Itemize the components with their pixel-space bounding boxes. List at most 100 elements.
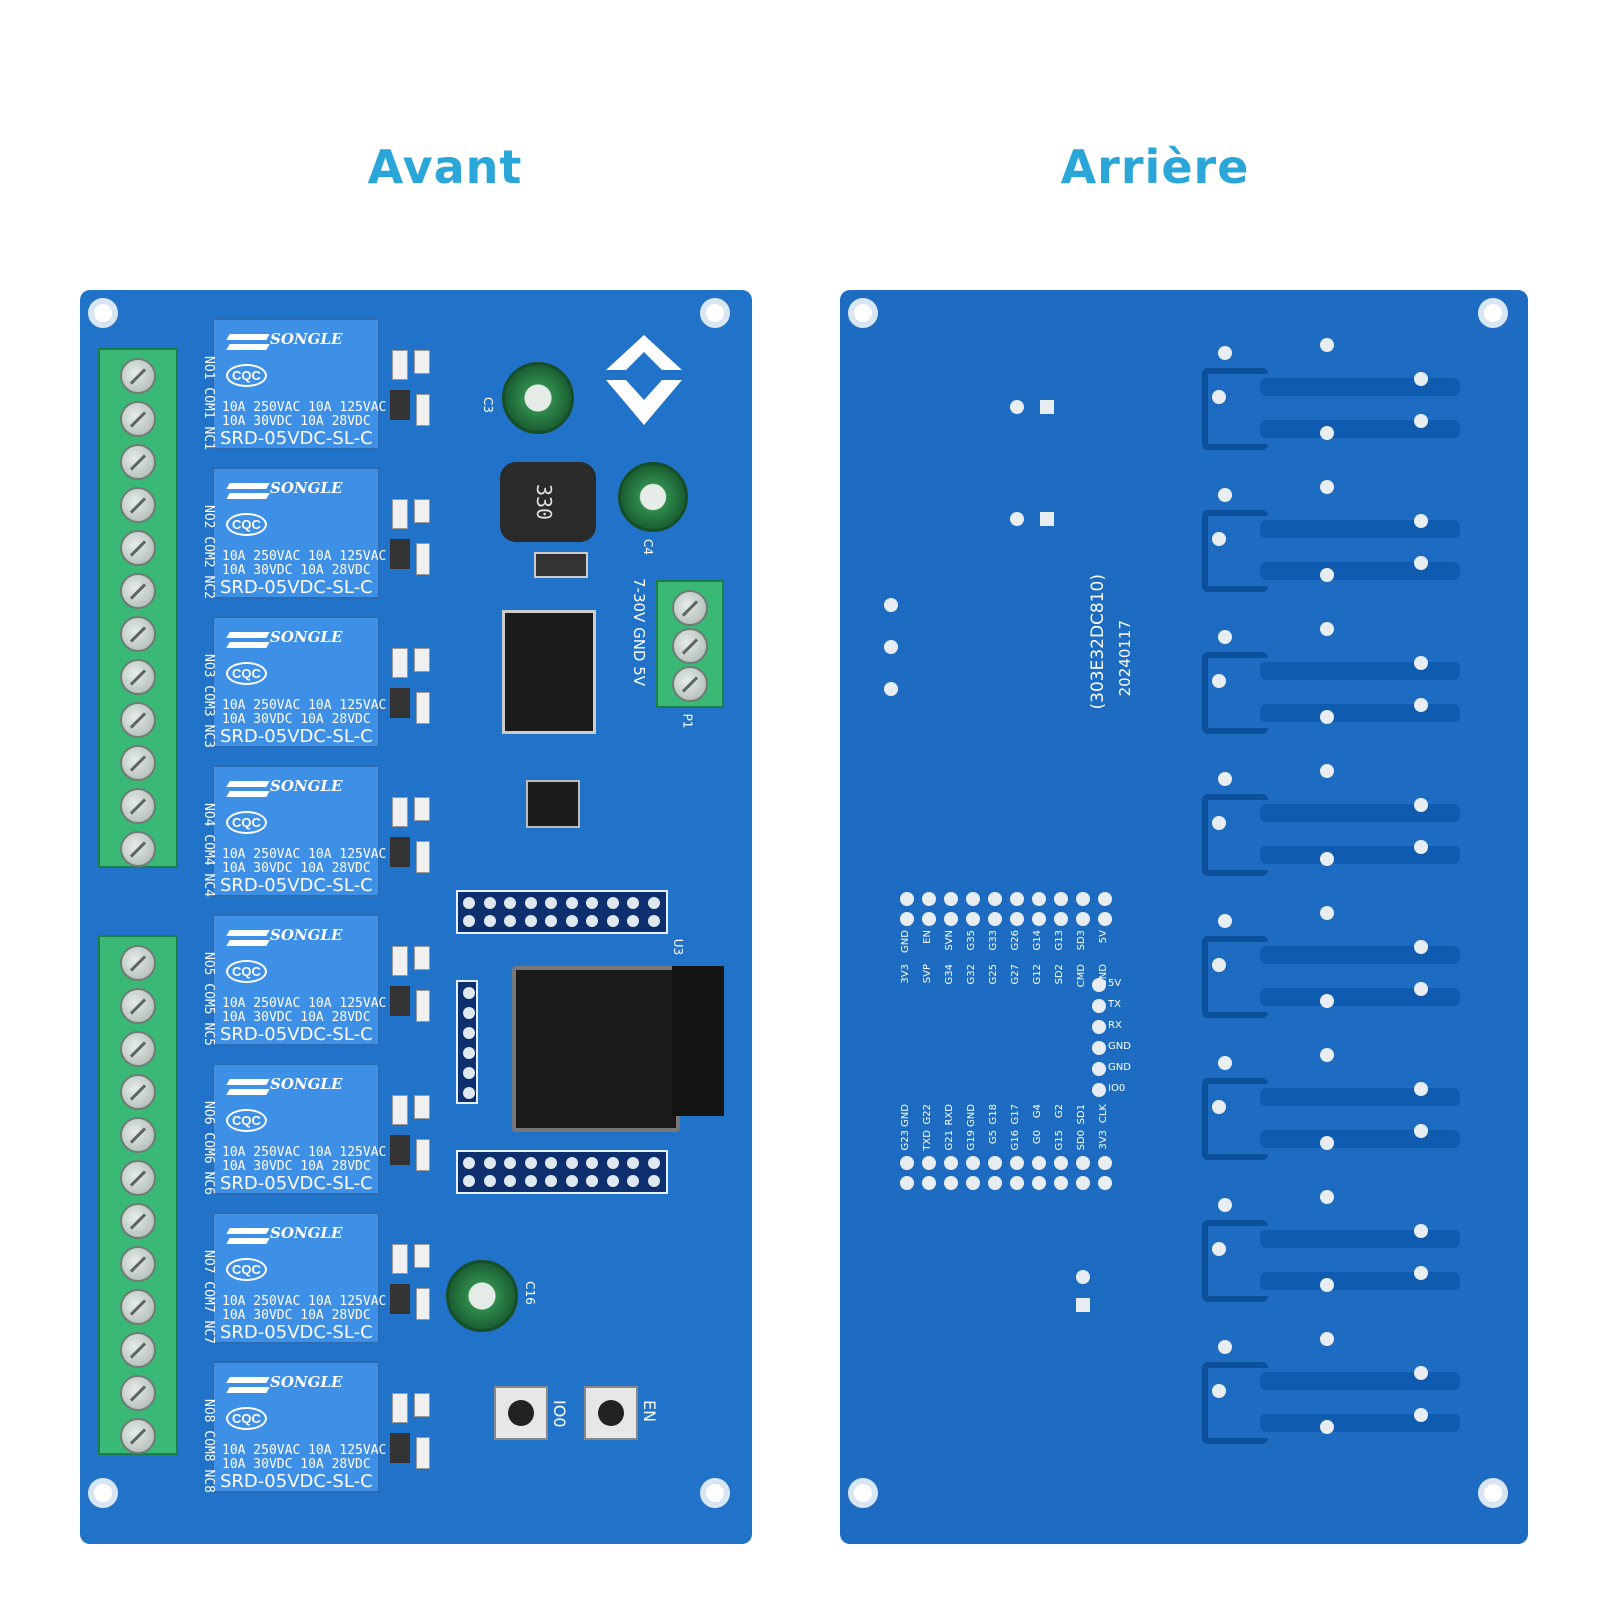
pad bbox=[884, 640, 898, 654]
pad bbox=[1320, 710, 1334, 724]
resistor bbox=[392, 350, 408, 380]
brand-logo bbox=[602, 330, 686, 430]
pin-label: G16 bbox=[1010, 1130, 1021, 1151]
pad bbox=[1032, 892, 1046, 906]
transistor bbox=[390, 1433, 410, 1463]
trace bbox=[1260, 946, 1460, 964]
transistor bbox=[390, 1135, 410, 1165]
pin-label: GND bbox=[900, 930, 911, 953]
pad bbox=[988, 1176, 1002, 1190]
header-pin bbox=[483, 897, 496, 909]
pin-label: TXD bbox=[922, 1130, 933, 1151]
label-u3: U3 bbox=[671, 938, 686, 956]
header-pin bbox=[565, 897, 578, 909]
header-pin bbox=[586, 897, 598, 909]
trace bbox=[1260, 804, 1460, 822]
header-pin bbox=[627, 1157, 639, 1169]
mount-hole bbox=[1478, 298, 1508, 328]
pad bbox=[944, 892, 958, 906]
mount-hole bbox=[88, 1478, 118, 1508]
diode bbox=[416, 394, 430, 426]
trace bbox=[1202, 1078, 1268, 1160]
pad bbox=[944, 912, 958, 926]
transistor bbox=[390, 688, 410, 718]
trace bbox=[1202, 1220, 1268, 1302]
screw bbox=[120, 1117, 156, 1153]
songle-logo bbox=[226, 1079, 270, 1085]
capacitor-c16 bbox=[446, 1260, 518, 1332]
en-button[interactable] bbox=[584, 1386, 638, 1440]
pad bbox=[1040, 512, 1054, 526]
header-pin bbox=[463, 1067, 475, 1079]
relay-brand: SONGLE bbox=[270, 330, 343, 348]
relay-spec: 10A 30VDC 10A 28VDC bbox=[222, 1010, 371, 1025]
screw bbox=[120, 530, 156, 566]
diode bbox=[416, 990, 430, 1022]
pad bbox=[1212, 674, 1226, 688]
header-pin bbox=[606, 1175, 619, 1187]
inductor-label: 330 bbox=[532, 483, 557, 521]
diode bbox=[416, 543, 430, 575]
pad bbox=[1320, 1332, 1334, 1346]
pad bbox=[1098, 892, 1112, 906]
transistor bbox=[390, 1284, 410, 1314]
pad bbox=[1414, 656, 1428, 670]
pin-label: 5V bbox=[1098, 930, 1109, 944]
mount-hole bbox=[700, 1478, 730, 1508]
pin-label: G12 bbox=[1032, 964, 1043, 985]
relay-model: SRD-05VDC-SL-C bbox=[220, 1471, 373, 1492]
resistor bbox=[392, 946, 408, 976]
trace bbox=[1260, 1088, 1460, 1106]
screw bbox=[120, 1375, 156, 1411]
pad bbox=[988, 892, 1002, 906]
screw bbox=[120, 1289, 156, 1325]
pad bbox=[1218, 488, 1232, 502]
resistor bbox=[414, 648, 430, 672]
heading-front: Avant bbox=[367, 140, 523, 194]
terminal-label: NO4 COM4 NC4 bbox=[201, 803, 216, 897]
pad bbox=[1076, 1176, 1090, 1190]
io0-button[interactable] bbox=[494, 1386, 548, 1440]
header-pin bbox=[586, 1157, 598, 1169]
pad bbox=[1010, 1156, 1024, 1170]
relay-cert: CQC bbox=[226, 513, 267, 536]
relay-spec: 10A 250VAC 10A 125VAC bbox=[222, 1443, 387, 1458]
header-pin bbox=[463, 1087, 475, 1099]
songle-logo bbox=[226, 940, 270, 946]
pin-label: G2 bbox=[1054, 1104, 1065, 1119]
relay-cert: CQC bbox=[226, 1258, 267, 1281]
capacitor-c3 bbox=[502, 362, 574, 434]
resistor bbox=[414, 1393, 430, 1417]
pin-label: CLK bbox=[1098, 1104, 1109, 1124]
pad bbox=[1320, 1190, 1334, 1204]
header-pin bbox=[647, 897, 660, 909]
pin-label: G13 bbox=[1054, 930, 1065, 951]
header-pin bbox=[463, 987, 475, 999]
pad bbox=[1098, 1156, 1112, 1170]
pad bbox=[922, 1176, 936, 1190]
pin-label: G14 bbox=[1032, 930, 1043, 951]
pad bbox=[1218, 346, 1232, 360]
relay-cert: CQC bbox=[226, 811, 267, 834]
relay-brand: SONGLE bbox=[270, 777, 343, 795]
pin-label: EN bbox=[922, 930, 933, 944]
pad bbox=[988, 912, 1002, 926]
pad bbox=[1092, 1041, 1106, 1055]
screw bbox=[672, 590, 708, 626]
pad bbox=[966, 912, 980, 926]
header-pin bbox=[463, 1175, 475, 1187]
trace bbox=[1260, 1130, 1460, 1148]
pad bbox=[1218, 630, 1232, 644]
pad bbox=[1218, 1198, 1232, 1212]
header-pin bbox=[627, 897, 639, 909]
trace bbox=[1202, 652, 1268, 734]
pin-label: SD2 bbox=[1054, 964, 1065, 985]
screw bbox=[672, 628, 708, 664]
io0-label: IO0 bbox=[550, 1400, 569, 1428]
trace bbox=[1202, 368, 1268, 450]
trace bbox=[1260, 520, 1460, 538]
pad bbox=[1212, 958, 1226, 972]
pad bbox=[1414, 1366, 1428, 1380]
